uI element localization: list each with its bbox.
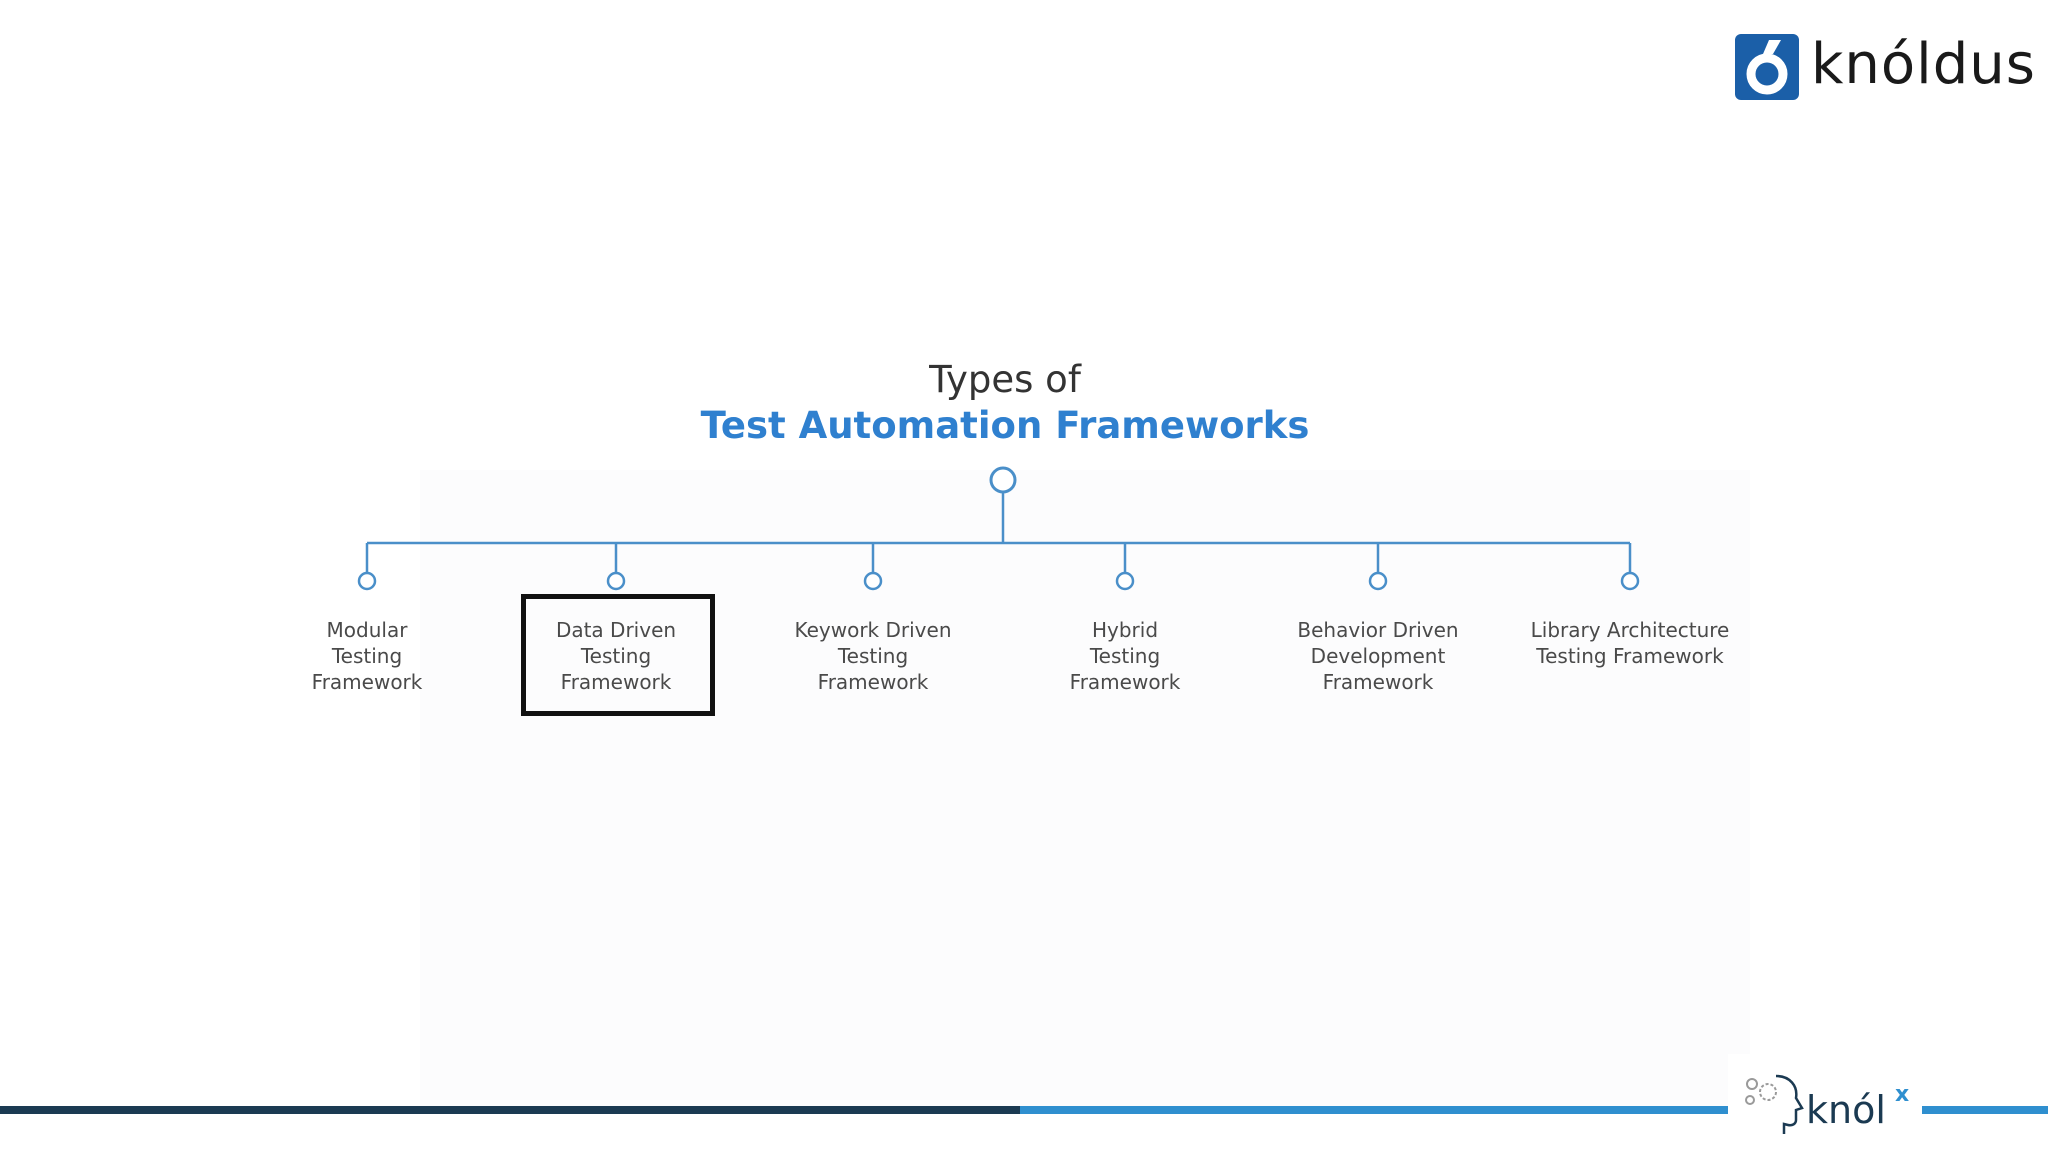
knolx-logo: knól x — [1728, 1054, 1922, 1152]
framework-label-line: Library Architecture — [1530, 618, 1730, 642]
highlight-box — [521, 594, 715, 716]
framework-label-line: Testing Framework — [1536, 644, 1724, 668]
knolx-head-icon — [1745, 1074, 1804, 1134]
footer-line-light — [1020, 1106, 2048, 1114]
framework-label-line: Testing — [1089, 644, 1161, 668]
root-node-circle — [989, 466, 1017, 494]
framework-label-line: Behavior Driven — [1297, 618, 1459, 642]
framework-label-line: Framework — [311, 670, 423, 694]
footer-line-dark — [0, 1106, 1020, 1114]
framework-label-line: Framework — [1069, 670, 1181, 694]
leaf-node-circle-4 — [1115, 571, 1135, 591]
framework-label-line: Framework — [1322, 670, 1434, 694]
leaf-node-circle-5 — [1368, 571, 1388, 591]
knoldus-logo-text: knóldus — [1811, 32, 2036, 97]
framework-label-line: Modular — [326, 618, 408, 642]
knoldus-logo-mark-icon — [1735, 34, 1799, 100]
framework-label-line: Testing — [837, 644, 909, 668]
diagram-title-line2: Test Automation Frameworks — [700, 404, 1310, 447]
diagram-title-line1: Types of — [929, 358, 1081, 401]
knolx-logo-superscript: x — [1895, 1082, 1910, 1107]
framework-label-line: Framework — [817, 670, 929, 694]
framework-label-line: Testing — [580, 644, 652, 668]
knoldus-logo: knóldus — [1735, 32, 2035, 102]
diagram-panel — [420, 470, 1750, 1110]
leaf-node-circle-3 — [863, 571, 883, 591]
framework-label-line: Testing — [331, 644, 403, 668]
framework-label-line: Data Driven — [555, 618, 677, 642]
leaf-node-circle-6 — [1620, 571, 1640, 591]
framework-label-line: Keywork Driven — [794, 618, 952, 642]
framework-label-line: Framework — [560, 670, 672, 694]
leaf-node-circle-2 — [606, 571, 626, 591]
framework-label-line: Development — [1310, 644, 1446, 668]
framework-label-line: Hybrid — [1091, 618, 1159, 642]
leaf-node-circle-1 — [357, 571, 377, 591]
knolx-logo-text: knól — [1806, 1088, 1886, 1132]
